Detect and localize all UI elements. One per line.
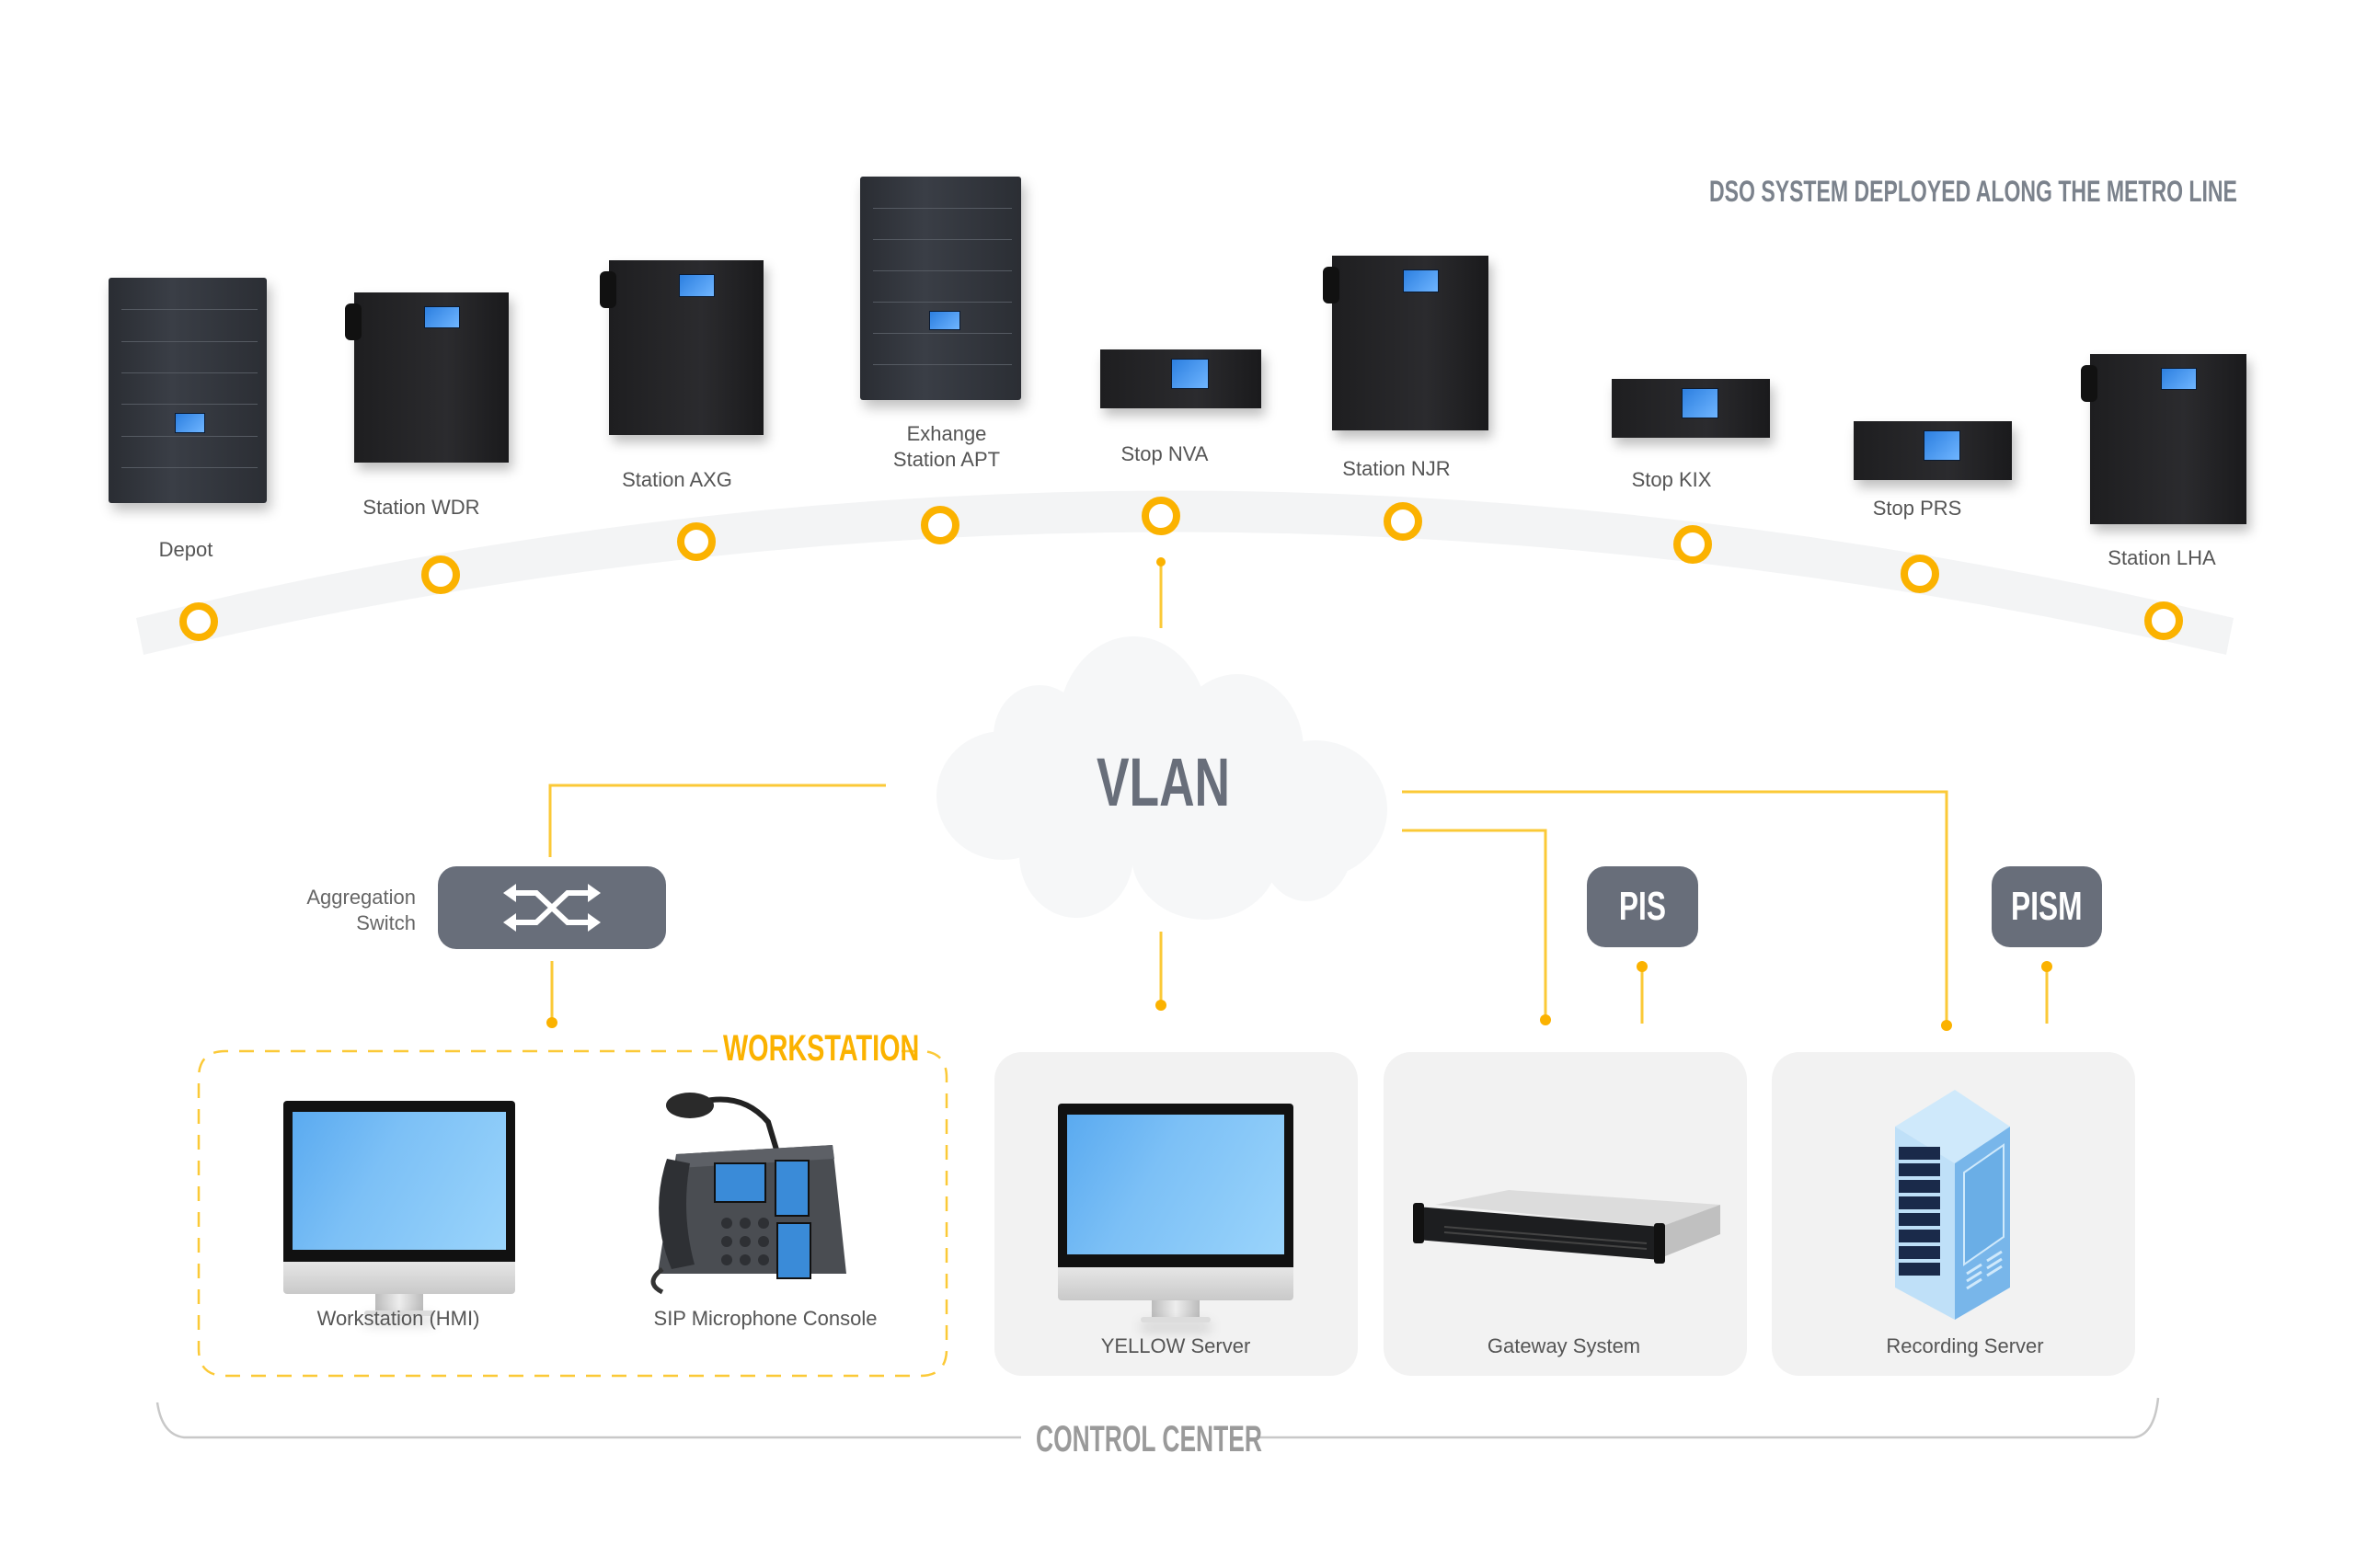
device-exchange-station-apt-rack	[860, 177, 1021, 400]
handheld-microphone-icon	[2081, 365, 2097, 402]
station-label-prs: Stop PRS	[1872, 497, 1962, 520]
station-marker-lha	[2144, 601, 2183, 640]
station-label-wdr: Station WDR	[362, 496, 480, 519]
station-label-depot: Depot	[158, 538, 213, 561]
station-label-axg: Station AXG	[622, 468, 732, 491]
station-marker-njr	[1384, 502, 1422, 541]
station-marker-nva	[1142, 497, 1180, 535]
station-label-lha: Station LHA	[2108, 546, 2216, 569]
aggregation-switch-label-line1: Aggregation	[306, 886, 416, 909]
station-marker-kix	[1673, 525, 1712, 564]
station-label-njr: Station NJR	[1342, 457, 1451, 480]
shuffle-arrows-icon	[503, 884, 601, 932]
handheld-microphone-icon	[1323, 267, 1339, 303]
control-center-bracket	[155, 1397, 2160, 1439]
station-marker-prs	[1901, 555, 1939, 593]
aggregation-switch[interactable]	[438, 866, 666, 949]
vlan-label: VLAN	[1097, 744, 1231, 820]
diagram-title: DSO SYSTEM DEPLOYED ALONG THE METRO LINE	[1709, 175, 2237, 208]
control-center-label: CONTROL CENTER	[1036, 1419, 1262, 1459]
device-label-recording-server: Recording Server	[1886, 1334, 2044, 1357]
metro-track	[136, 490, 2234, 655]
station-label-nva: Stop NVA	[1120, 442, 1209, 465]
handheld-microphone-icon	[600, 271, 616, 308]
sip-microphone-console	[639, 1085, 860, 1297]
station-marker-apt	[921, 506, 959, 544]
station-markers	[179, 497, 2183, 641]
station-marker-axg	[677, 522, 716, 561]
station-marker-depot	[179, 602, 218, 641]
pism-label: PISM	[2011, 884, 2083, 929]
connector-lines	[548, 562, 2049, 1025]
device-depot-rack	[109, 278, 267, 503]
pism-box[interactable]: PISM	[1992, 866, 2102, 947]
tower-server-icon	[1895, 1090, 2010, 1320]
device-station-axg-cabinet	[600, 260, 764, 435]
device-stop-kix-unit	[1612, 379, 1770, 438]
station-label-kix: Stop KIX	[1631, 468, 1712, 491]
device-label-workstation-hmi: Workstation (HMI)	[316, 1307, 480, 1330]
station-label-apt-line1: Exhange	[906, 422, 987, 445]
gateway-system-device	[1407, 1186, 1729, 1269]
device-label-yellow-server: YELLOW Server	[1100, 1334, 1251, 1357]
station-label-apt: Exhange Station APT	[893, 421, 1000, 473]
desk-phone-microphone-icon	[650, 1093, 846, 1295]
yellow-server-monitor	[1058, 1104, 1293, 1322]
device-label-gateway-system: Gateway System	[1487, 1334, 1641, 1357]
station-marker-wdr	[421, 555, 460, 594]
device-station-wdr-cabinet	[345, 292, 509, 463]
workstation-hmi-monitor	[283, 1101, 515, 1316]
device-stop-nva-unit	[1100, 349, 1261, 408]
pis-box[interactable]: PIS	[1587, 866, 1698, 947]
workstation-group-label: WORKSTATION	[723, 1028, 920, 1069]
device-station-njr-cabinet	[1323, 256, 1488, 430]
connector-dots	[546, 557, 2052, 1031]
aggregation-switch-label: Aggregation Switch	[276, 885, 416, 936]
station-label-apt-line2: Station APT	[892, 448, 1001, 471]
device-stop-prs-unit	[1854, 421, 2012, 480]
device-label-sip-console: SIP Microphone Console	[653, 1307, 878, 1330]
handheld-microphone-icon	[345, 303, 362, 340]
workstation-group-border	[197, 1049, 948, 1378]
pis-label: PIS	[1618, 884, 1667, 929]
recording-server-device	[1886, 1090, 2024, 1329]
cloud	[936, 636, 1387, 920]
device-station-lha-cabinet	[2081, 354, 2246, 524]
aggregation-switch-label-line2: Switch	[356, 911, 416, 934]
rack-server-1u-icon	[1413, 1190, 1720, 1264]
